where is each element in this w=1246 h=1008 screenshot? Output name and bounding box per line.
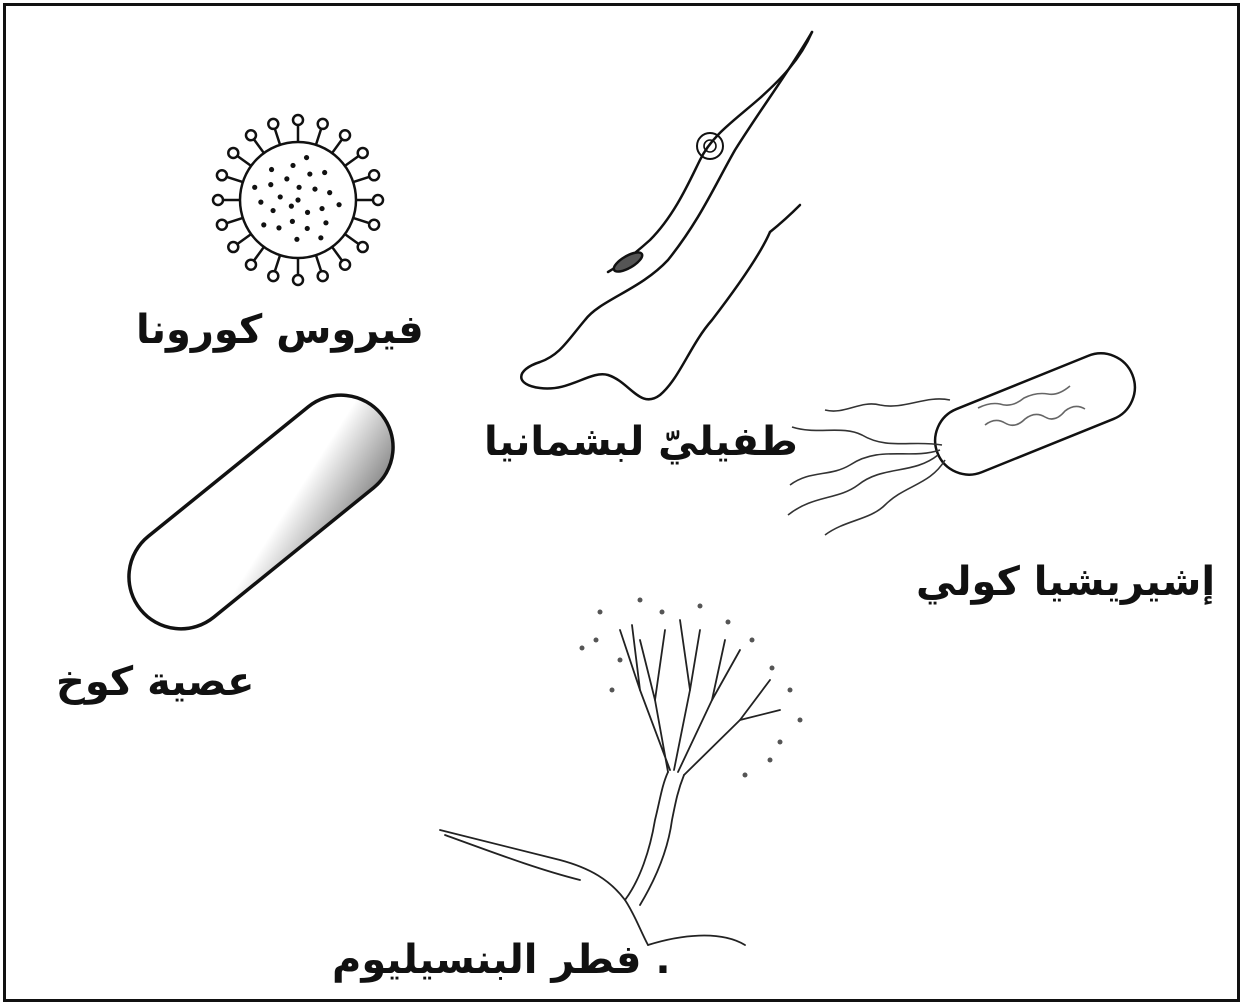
label-ecoli: إشيريشيا كولي xyxy=(916,562,1215,602)
label-leishmania: طفيليّ لبشمانيا xyxy=(484,422,798,462)
label-koch-bacillus: عصية كوخ xyxy=(56,662,254,702)
mold-icon xyxy=(440,598,803,946)
label-coronavirus: فيروس كورونا xyxy=(136,310,424,350)
flagellated-bacterium-icon xyxy=(788,343,1145,535)
flagellate-parasite-icon xyxy=(521,32,812,399)
label-penicillium: . فطر البنسيليوم xyxy=(332,940,671,980)
virus-icon xyxy=(213,115,383,285)
rod-bacterium-icon xyxy=(108,374,414,650)
